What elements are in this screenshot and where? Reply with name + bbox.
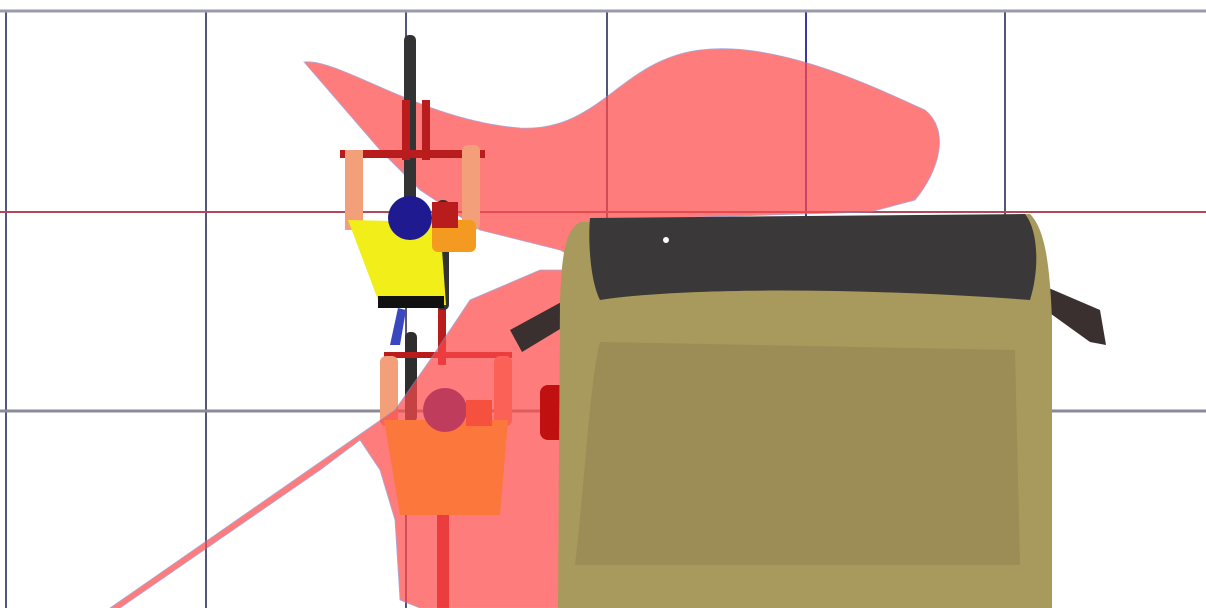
backpack-icon xyxy=(432,202,458,228)
truck-roof xyxy=(589,214,1036,300)
truck-panel xyxy=(575,342,1020,565)
truck-light-icon xyxy=(663,237,669,243)
truck-cab xyxy=(558,214,1052,608)
helmet-icon xyxy=(388,196,432,240)
arm-right-icon xyxy=(462,145,480,230)
shorts-icon xyxy=(378,296,444,308)
arm-left-icon xyxy=(345,150,363,230)
